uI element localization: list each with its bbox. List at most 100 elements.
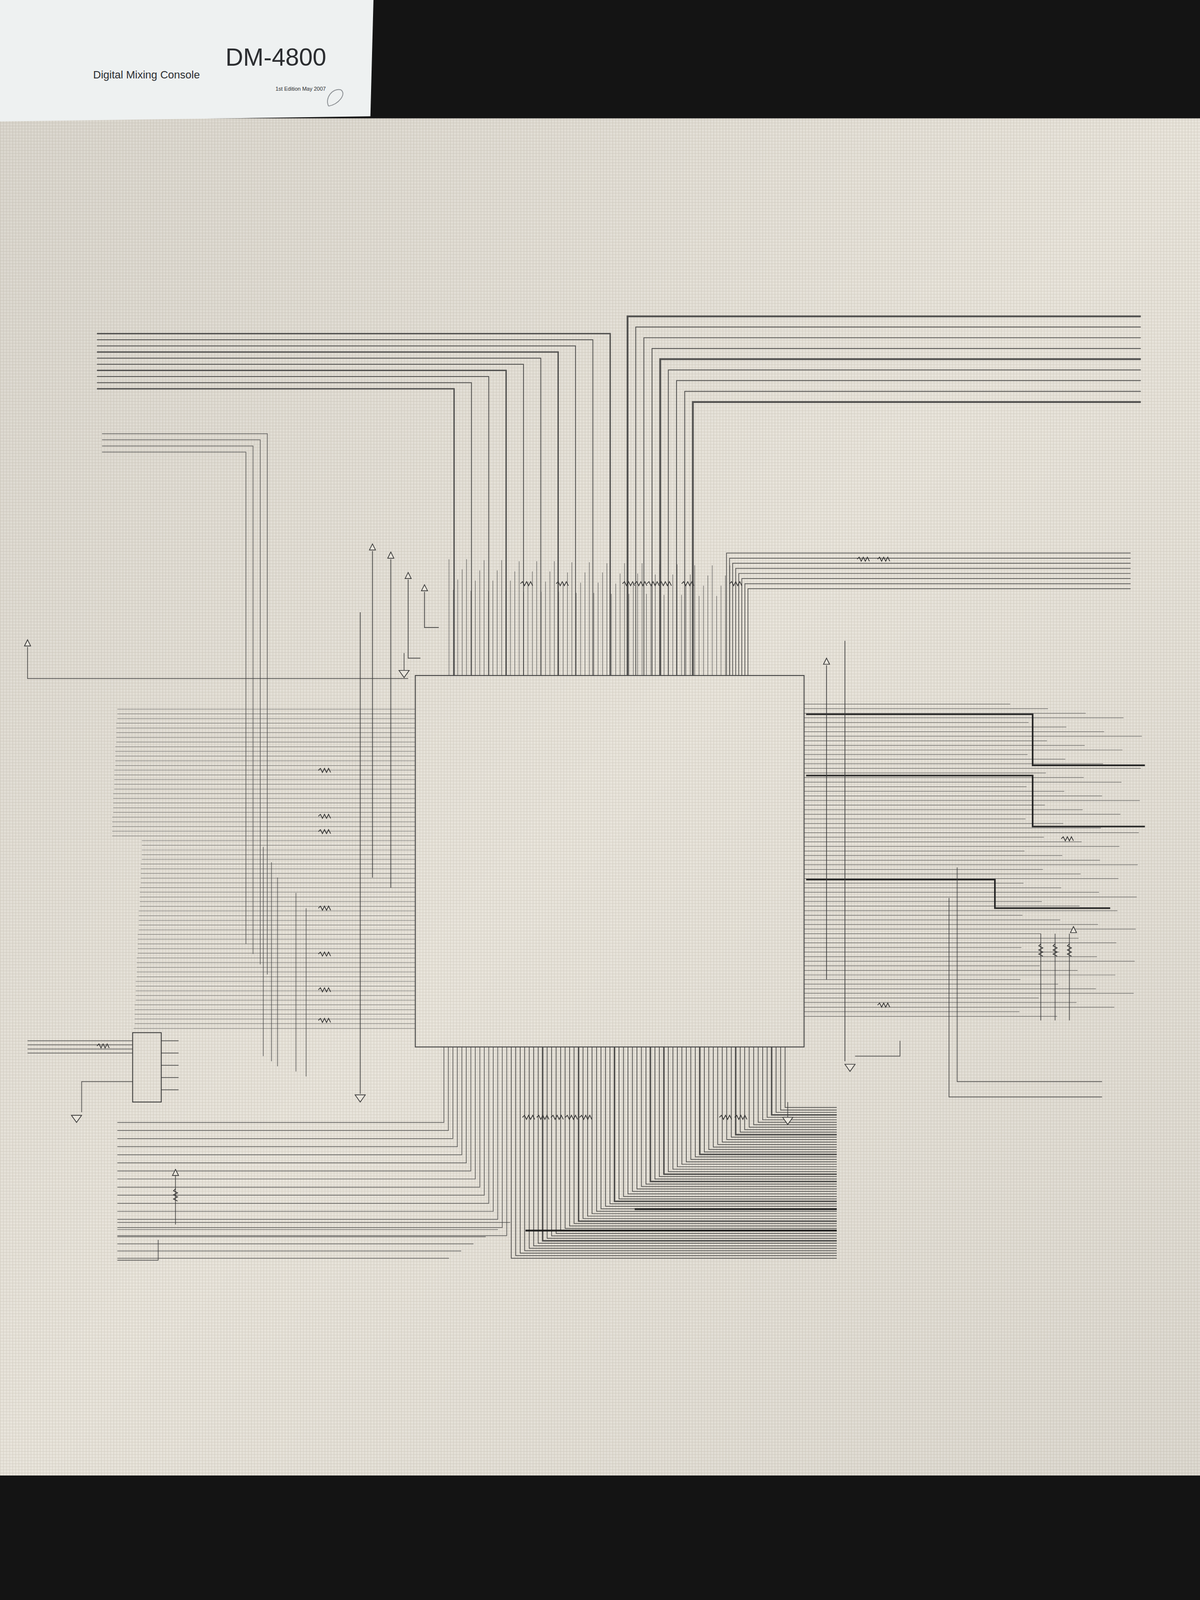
stitch-line bbox=[610, 594, 612, 676]
stitch-line bbox=[525, 1229, 837, 1232]
stitch-line bbox=[627, 316, 1141, 676]
stitch-line bbox=[803, 772, 1046, 774]
stitch-line bbox=[452, 589, 454, 676]
stitch-line bbox=[707, 575, 708, 676]
resistor-symbol bbox=[520, 581, 533, 586]
stitch-line bbox=[136, 976, 416, 977]
stitch-line bbox=[569, 1047, 837, 1226]
stitch-line bbox=[654, 1047, 837, 1180]
stitch-line bbox=[803, 979, 1021, 980]
stitch-line bbox=[619, 1047, 837, 1200]
stitch-line bbox=[117, 1047, 489, 1204]
stitch-line bbox=[403, 652, 405, 671]
canvas-board bbox=[0, 118, 1200, 1476]
stitch-line bbox=[135, 980, 416, 982]
stitch-line bbox=[592, 1047, 837, 1214]
stitch-line bbox=[117, 1222, 510, 1223]
stitch-line bbox=[741, 578, 1131, 676]
stitch-line bbox=[803, 915, 1023, 916]
stitch-line bbox=[117, 1047, 444, 1123]
stitch-line bbox=[803, 887, 1062, 888]
stitch-line bbox=[531, 571, 533, 676]
stitch-line bbox=[803, 951, 1059, 953]
stitch-line bbox=[112, 825, 416, 827]
pen-mark bbox=[327, 89, 343, 107]
stitch-line bbox=[97, 388, 455, 676]
resistor-symbol bbox=[173, 1188, 178, 1201]
stitch-line bbox=[700, 1047, 837, 1155]
stitch-line bbox=[262, 847, 264, 1057]
stitch-line bbox=[137, 948, 416, 949]
stitch-line bbox=[803, 965, 1040, 967]
stitch-line bbox=[117, 1047, 467, 1163]
resistor-symbol bbox=[318, 905, 331, 910]
stitch-line bbox=[644, 337, 1142, 676]
stitch-line bbox=[641, 563, 643, 676]
stitch-line bbox=[488, 590, 489, 676]
stitch-line bbox=[116, 741, 416, 743]
stitch-line bbox=[716, 596, 717, 676]
stitch-line bbox=[448, 559, 450, 676]
stitch-line bbox=[135, 985, 416, 987]
stitch-line bbox=[803, 763, 1103, 764]
stitch-line bbox=[501, 560, 502, 676]
stitch-line bbox=[803, 735, 1142, 737]
stitch-line bbox=[136, 971, 416, 973]
stitch-line bbox=[686, 1047, 837, 1162]
resistor-symbol bbox=[729, 581, 742, 586]
stitch-line bbox=[138, 929, 416, 930]
stitch-line bbox=[137, 943, 416, 945]
stitch-line bbox=[117, 1047, 494, 1212]
stitch-line bbox=[134, 1018, 416, 1020]
stitch-line bbox=[632, 1047, 837, 1192]
stitch-line bbox=[725, 575, 726, 676]
stitch-line bbox=[134, 1004, 416, 1005]
resistor-symbol bbox=[681, 581, 695, 586]
stitch-line bbox=[276, 877, 278, 1067]
stitch-line bbox=[97, 364, 524, 676]
stitch-line bbox=[593, 592, 595, 676]
stitch-line bbox=[101, 451, 247, 944]
stitch-line bbox=[767, 1047, 837, 1118]
stitch-line bbox=[803, 795, 1102, 797]
stitch-line bbox=[699, 596, 700, 676]
signal-arrow bbox=[387, 551, 394, 558]
resistor-symbol bbox=[659, 581, 672, 586]
stitch-line bbox=[805, 775, 1145, 827]
resistor-symbol bbox=[97, 1044, 110, 1049]
stitch-line bbox=[717, 1047, 837, 1145]
stitch-line bbox=[704, 1047, 837, 1152]
stitch-line bbox=[744, 1047, 837, 1130]
stitch-line bbox=[135, 1000, 416, 1001]
stitch-line bbox=[27, 1044, 133, 1046]
stitch-line bbox=[117, 1047, 462, 1155]
stitch-line bbox=[758, 1047, 837, 1123]
stitch-line bbox=[529, 1047, 837, 1249]
stitch-line bbox=[685, 584, 687, 676]
stitch-line bbox=[803, 1011, 1020, 1012]
stitch-line bbox=[114, 779, 416, 780]
stitch-line bbox=[390, 559, 392, 888]
signal-arrow bbox=[172, 1169, 179, 1176]
stitch-line bbox=[27, 1040, 133, 1042]
stitch-line bbox=[141, 854, 416, 855]
stitch-line bbox=[803, 850, 1025, 851]
stitch-line bbox=[602, 572, 603, 676]
stitch-line bbox=[408, 579, 421, 658]
stitch-line bbox=[681, 1047, 837, 1165]
stitch-line bbox=[470, 590, 472, 676]
stitch-line bbox=[505, 590, 507, 676]
stitch-line bbox=[136, 967, 416, 968]
stitch-line bbox=[114, 788, 416, 790]
stitch-line bbox=[609, 1047, 837, 1204]
stitch-line bbox=[116, 732, 416, 733]
resistor-symbol bbox=[734, 1115, 748, 1120]
stitch-line bbox=[803, 924, 1099, 925]
stitch-line bbox=[632, 583, 634, 676]
canvas-shade bbox=[0, 118, 1200, 1476]
stitch-line bbox=[161, 1040, 179, 1042]
stitch-line bbox=[97, 351, 559, 676]
stitch-line bbox=[663, 1047, 837, 1175]
stitch-line bbox=[803, 781, 1122, 783]
